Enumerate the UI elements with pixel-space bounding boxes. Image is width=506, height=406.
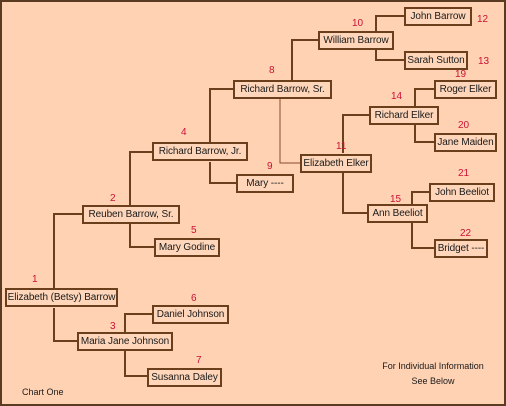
person-box-14: Richard Elker [369,106,439,125]
person-box-6: Daniel Johnson [152,305,229,324]
ahnentafel-number-19: 19 [455,69,467,80]
person-box-8: Richard Barrow, Sr. [233,80,332,99]
ahnentafel-number-21: 21 [458,168,470,179]
person-box-4: Richard Barrow, Jr. [152,142,248,161]
ahnentafel-number-12: 12 [477,14,489,25]
ahnentafel-number-1: 1 [32,274,38,285]
ahnentafel-number-22: 22 [460,228,472,239]
ahnentafel-number-14: 14 [391,91,403,102]
ahnentafel-number-20: 20 [458,120,470,131]
ahnentafel-number-11: 11 [336,141,347,152]
connector-14 [414,88,434,143]
ahnentafel-number-8: 8 [269,65,275,76]
person-box-1: Elizabeth (Betsy) Barrow [5,288,118,307]
connector-15 [411,191,434,249]
person-box-2: Reuben Barrow, Sr. [82,205,180,224]
connector-4 [209,88,236,184]
person-box-19: Roger Elker [434,80,497,99]
ahnentafel-number-15: 15 [390,194,402,205]
person-box-21: John Beeliot [429,183,495,202]
ahnentafel-number-5: 5 [191,225,197,236]
connector-2 [129,151,154,248]
person-box-20: Jane Maiden [434,133,497,152]
ahnentafel-number-10: 10 [352,18,364,29]
ahnentafel-number-3: 3 [110,321,116,332]
person-box-22: Bridget ---- [434,239,488,258]
connector-3 [124,313,152,377]
person-box-9: Mary ---- [236,174,294,193]
person-box-11: Elizabeth Elker [300,154,372,173]
ahnentafel-number-4: 4 [181,127,187,138]
person-box-12: John Barrow [404,7,472,26]
marriage-line-8-11 [279,99,300,164]
person-box-10: William Barrow [318,31,394,50]
footer-line-2: See Below [411,376,455,386]
person-box-3: Maria Jane Johnson [77,332,173,351]
person-box-5: Mary Godine [154,238,220,257]
connector-1 [53,213,82,342]
connector-11 [342,114,369,214]
ahnentafel-number-13: 13 [478,56,490,67]
ahnentafel-number-6: 6 [191,293,197,304]
person-box-15: Ann Beeliot [367,204,428,223]
chart-title: Chart One [22,387,64,397]
ahnentafel-number-7: 7 [196,355,202,366]
footer-line-1: For Individual Information [382,361,484,371]
connector-8 [291,39,318,80]
person-box-13: Sarah Sutton [404,51,468,70]
person-box-7: Susanna Daley [147,368,222,387]
connector-10 [375,15,404,61]
ahnentafel-number-9: 9 [267,161,273,172]
ahnentafel-number-2: 2 [110,193,116,204]
